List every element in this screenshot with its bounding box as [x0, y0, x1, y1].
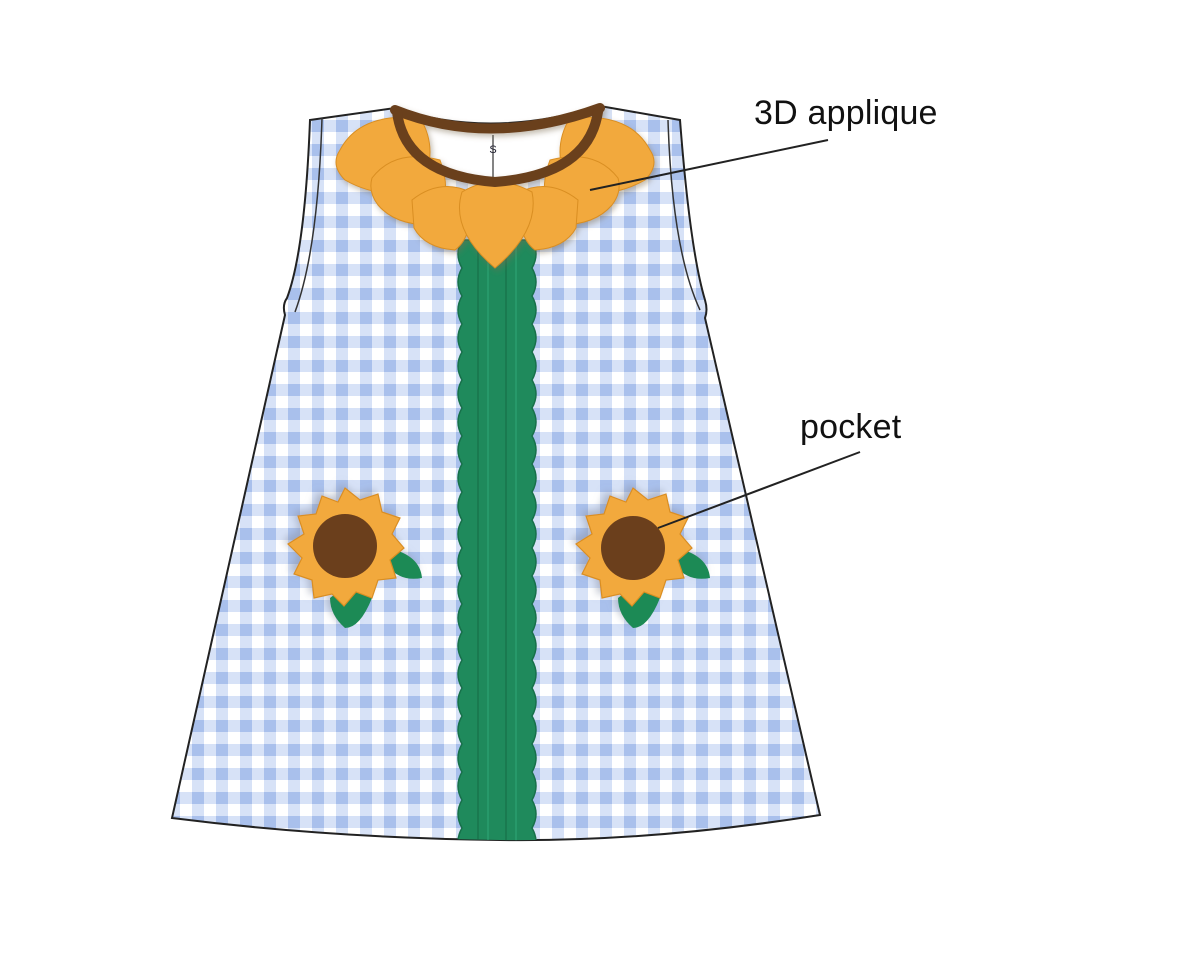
callout-label-3d-applique: 3D applique — [754, 94, 938, 132]
sunflower-pocket-right — [575, 487, 710, 628]
sunflower-pocket-left — [287, 487, 422, 628]
size-tag: S — [489, 144, 496, 156]
front-placket — [457, 239, 537, 841]
pocket-leader-line — [657, 451, 861, 529]
sunflower-collar-applique — [335, 103, 655, 269]
applique-leader-line — [589, 139, 829, 191]
callout-label-pocket: pocket — [800, 408, 902, 446]
